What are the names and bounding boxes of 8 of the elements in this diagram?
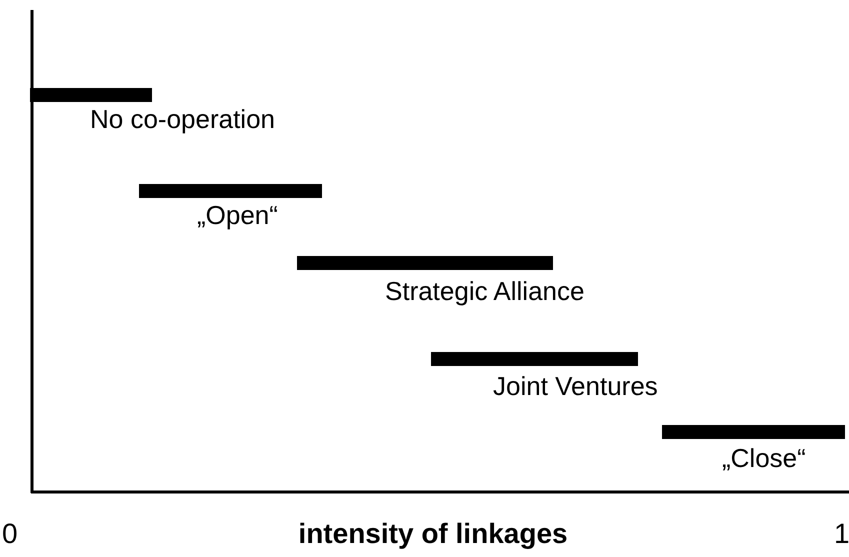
bar-label: Strategic Alliance	[385, 276, 584, 306]
bar-label: „Open“	[197, 200, 278, 230]
bar-label: No co-operation	[90, 104, 275, 134]
bar-label: „Close“	[722, 443, 806, 473]
axis-tick-label: 0	[2, 518, 18, 550]
axis-tick-label: 1	[834, 518, 849, 550]
axis-title: intensity of linkages	[298, 518, 568, 550]
bar-label: Joint Ventures	[493, 371, 658, 401]
